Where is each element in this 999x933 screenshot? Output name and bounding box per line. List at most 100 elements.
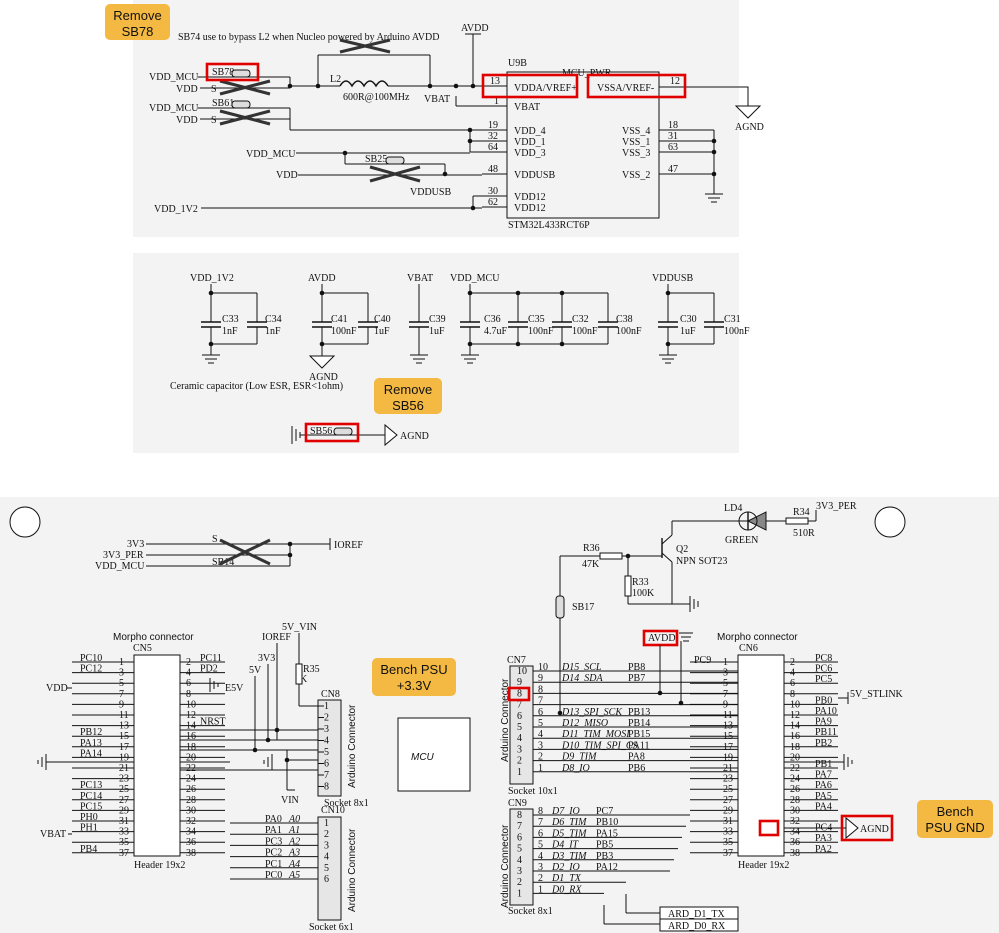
rail-label: VBAT: [407, 273, 433, 284]
cn8-label: CN8: [321, 689, 340, 700]
pin-num: 36: [790, 837, 800, 848]
morpho-left-title: Morpho connector: [113, 632, 194, 643]
cap-ref: C31: [724, 314, 741, 325]
pin-name: VDD12: [514, 192, 546, 203]
pin-num: 4: [538, 729, 543, 740]
crossed-jumper-icon: [219, 109, 271, 126]
pin-name: D1_TX: [551, 873, 582, 884]
pin-name: VBAT: [514, 102, 540, 113]
pin-port: PA15: [596, 828, 618, 839]
sb56-jumper: [333, 427, 353, 436]
pin-num: 7: [119, 689, 124, 700]
green-label: GREEN: [725, 535, 758, 546]
crossed-jumper-icon: [369, 165, 421, 183]
ground-icon: [843, 754, 853, 770]
pin-port: PB3: [596, 851, 613, 862]
pin-num: 4: [517, 733, 522, 744]
pin-num: 27: [723, 795, 733, 806]
pin-num: 34: [186, 827, 196, 838]
pin-num: 63: [668, 142, 678, 153]
pin-name: A5: [288, 870, 300, 881]
agnd-symbol-icon: [734, 105, 762, 119]
pin-name: A1: [288, 825, 300, 836]
agnd-label-b: AGND: [860, 824, 889, 835]
pin-name: VDD_1: [514, 137, 546, 148]
pin-num: 6: [324, 759, 329, 770]
ground-icon: [705, 193, 723, 203]
pin-label: PB12: [80, 727, 102, 738]
pin-label: PC10: [80, 653, 102, 664]
cn9-socket: [509, 808, 534, 906]
cap-ref: C41: [331, 314, 348, 325]
cap-ref: C33: [222, 314, 239, 325]
cn8-socket-label: Socket 8x1: [324, 798, 369, 809]
pin-num: 30: [186, 805, 196, 816]
pin-label: PA13: [80, 738, 102, 749]
pin-port: PB13: [628, 707, 650, 718]
sb25-jumper: [385, 156, 405, 165]
callout-line: PSU GND: [925, 820, 985, 835]
pin-num: 1: [538, 763, 543, 774]
callout-line: Remove: [383, 382, 433, 397]
pin-num: 35: [119, 837, 129, 848]
pin-label: PA9: [815, 717, 832, 728]
pin-port: PC1: [265, 859, 282, 870]
l2-value: 600R@100MHz: [343, 92, 410, 103]
pin-num: 4: [538, 851, 543, 862]
cn10-socket: [317, 816, 342, 921]
vdd-label: VDD: [176, 84, 198, 95]
r36-label: R36: [583, 543, 600, 554]
pin-label: PA14: [80, 748, 102, 759]
pin-num: 3: [517, 744, 522, 755]
pin-name: A0: [288, 814, 300, 825]
pin-num: 38: [186, 848, 196, 859]
vbat-label-b: VBAT: [40, 829, 66, 840]
pin-num: 8: [517, 810, 522, 821]
pin-label: PB2: [815, 738, 832, 749]
pin-num: 31: [119, 816, 129, 827]
pin-label: PB11: [815, 727, 837, 738]
pin-num: 7: [538, 696, 543, 707]
pin-num: 9: [538, 673, 543, 684]
vddusb-label: VDDUSB: [410, 187, 451, 198]
pin-num: 23: [723, 774, 733, 785]
pin-name: D11_TIM_MOSI: [561, 729, 630, 740]
callout-line: Bench PSU: [380, 662, 448, 677]
pin-num: 6: [538, 828, 543, 839]
pin-num: 2: [538, 752, 543, 763]
pin-num: 18: [668, 120, 678, 131]
pin-label: PC5: [815, 674, 832, 685]
pin-num: 5: [324, 747, 329, 758]
pin-num: 25: [119, 784, 129, 795]
pin-num: 1: [517, 888, 522, 899]
agnd-highlight: [840, 814, 894, 842]
pin-num: 37: [119, 848, 129, 859]
cn5-label: CN5: [133, 643, 152, 654]
chip-func: MCU_PWR: [562, 68, 612, 79]
avdd-label-b: AVDD: [648, 633, 676, 644]
crossed-jumper-icon: [219, 79, 271, 96]
pin-port: PB5: [596, 840, 613, 851]
pin-num: 64: [488, 142, 498, 153]
cn7-title: Arduino Connector: [500, 678, 511, 762]
cn9-socket-label: Socket 8x1: [508, 906, 553, 917]
r35-label: R35: [303, 664, 320, 675]
pin-num: 18: [790, 742, 800, 753]
pin-num: 1: [494, 96, 499, 107]
pin-num: 7: [324, 770, 329, 781]
cap-ref: C40: [374, 314, 391, 325]
pin32-highlight: [758, 819, 780, 837]
s-fragment: S: [212, 534, 218, 545]
pin-port: PC7: [596, 806, 613, 817]
ceramic-note: Ceramic capacitor (Low ESR, ESR<1ohm): [170, 381, 343, 392]
cn7-socket-label: Socket 10x1: [508, 786, 558, 797]
rail-label: VDD_MCU: [450, 273, 500, 284]
pin-num: 8: [517, 688, 522, 699]
pin-name: D7_IO: [551, 806, 580, 817]
pin-num: 24: [790, 774, 800, 785]
s-fragment: S: [211, 84, 217, 95]
pin-num: 7: [517, 821, 522, 832]
pin-name: D2_IO: [551, 862, 580, 873]
